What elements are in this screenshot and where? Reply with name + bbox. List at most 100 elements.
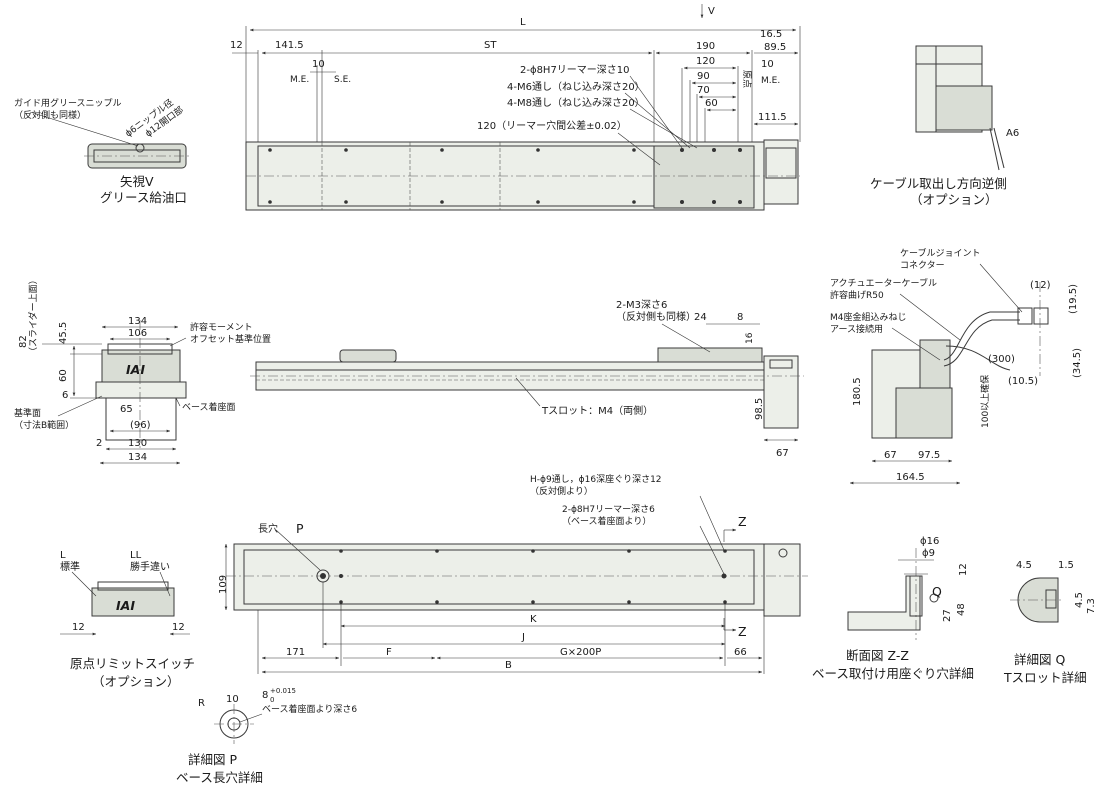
cable-reverse-subtitle: （オプション） <box>910 192 998 207</box>
detail-p-subtitle: ベース長穴詳細 <box>176 770 263 785</box>
top-view-dimensions: L 12 141.5 ST 10 M.E. S.E. 190 120 90 70… <box>230 4 801 166</box>
dim-24: 24 <box>694 312 707 323</box>
hole-note-5: H-ϕ9通し，ϕ16深座ぐり深さ12 <box>530 473 662 485</box>
origin-std-label: 標準 <box>60 560 80 573</box>
dim-97-5: 97.5 <box>918 450 940 461</box>
cable-reverse-title: ケーブル取出し方向逆側 <box>870 176 1007 191</box>
dim-phi9: ϕ9 <box>922 548 935 559</box>
dim-171: 171 <box>286 647 305 658</box>
dim-90: 90 <box>697 71 710 82</box>
dim-a6: A6 <box>1006 128 1019 139</box>
me-label-1: M.E. <box>290 75 309 85</box>
tol-lower: 0 <box>270 696 274 704</box>
dim-96: (96) <box>130 420 151 431</box>
dim-8: 8 <box>737 312 743 323</box>
top-view-slider <box>653 145 755 209</box>
dim-60: 60 <box>705 98 718 109</box>
section-z-marker-2: Z <box>738 624 747 639</box>
top-view <box>245 139 800 211</box>
grease-note-2: （反対側も同様） <box>14 109 86 121</box>
dim-70: 70 <box>697 85 710 96</box>
se-label: S.E. <box>334 75 351 85</box>
tslot-note: Tスロット：M4（両側） <box>541 404 653 417</box>
dim-19-5: (19.5) <box>1068 284 1079 314</box>
origin-switch-view: IAI L 標準 LL 勝手違い 12 12 原点リミットスイッチ （オプション… <box>60 550 195 689</box>
moment-label-1: 許容モーメント <box>190 321 253 333</box>
side-view: 2-M3深さ6 （反対側も同様） 24 8 16 Tスロット：M4（両側） 98… <box>250 299 804 459</box>
dim-J: J <box>521 632 525 643</box>
dim-89-5: 89.5 <box>764 42 786 53</box>
dim-48: 48 <box>956 603 967 616</box>
dim-phi16: ϕ16 <box>920 536 939 547</box>
dim-120: 120 <box>696 56 715 67</box>
cable-reverse-view: A6 ケーブル取出し方向逆側 （オプション） <box>870 45 1019 207</box>
dim-100: 100以上確保 <box>979 375 991 428</box>
origin-L-label: L <box>60 550 66 561</box>
depth-note: ベース着座面より深さ6 <box>262 703 357 715</box>
origin-subtitle: （オプション） <box>92 674 180 689</box>
view-arrow-V: V <box>708 6 715 17</box>
dim-4-5b: 4.5 <box>1074 592 1085 608</box>
view-v-title: 矢視V <box>120 174 154 189</box>
origin-mark: 原点 <box>741 70 752 88</box>
top-view-motor-box <box>763 139 799 205</box>
dim-B: B <box>505 660 512 671</box>
ref-label-1: 基準面 <box>14 407 41 419</box>
dim-10-5: (10.5) <box>1008 376 1038 387</box>
hole-note-6: 2-ϕ8H7リーマー深さ6 <box>562 504 655 515</box>
dim-60b: 60 <box>58 369 69 382</box>
dim-12d: 12 <box>72 622 85 633</box>
dim-67b: 67 <box>884 450 897 461</box>
dim-F: F <box>386 647 392 658</box>
slider-top-label: （スライダー上面） <box>27 275 39 356</box>
dim-67a: 67 <box>776 448 789 459</box>
end-view: IAI 134 106 82 （スライダー上面） 45.5 60 6 65 (9… <box>14 275 271 465</box>
detail-p: R 10 8 +0.015 0 ベース着座面より深さ6 詳細図 P ベース長穴詳… <box>176 687 357 785</box>
detail-q-title: 詳細図 Q <box>1014 652 1065 667</box>
cable-note-6: アース接続用 <box>830 323 883 335</box>
dim-190: 190 <box>696 41 715 52</box>
dim-111-5: 111.5 <box>758 112 787 123</box>
origin-LL-label: LL <box>130 550 142 561</box>
dim-98-5: 98.5 <box>754 398 765 420</box>
dim-L: L <box>520 17 526 28</box>
dim-66: 66 <box>734 647 747 658</box>
view-v: ガイド用グリースニップル （反対側も同様） ϕ6ニップル径 ϕ12開口部 矢視V… <box>14 96 192 205</box>
dim-1-5: 1.5 <box>1058 560 1074 571</box>
dim-34-5: (34.5) <box>1072 348 1083 378</box>
bottom-view: H-ϕ9通し，ϕ16深座ぐり深さ12 （反対側より） 2-ϕ8H7リーマー深さ6… <box>218 473 808 674</box>
dim-16-5: 16.5 <box>760 29 782 40</box>
hole-note-4: 120（リーマー穴間公差±0.02） <box>477 119 627 132</box>
dim-10c: 10 <box>226 694 239 705</box>
dim-141-5: 141.5 <box>275 40 304 51</box>
base-seat-label-1: ベース着座面 <box>182 401 236 413</box>
dim-10b: 10 <box>761 59 774 70</box>
dim-45-5: 45.5 <box>58 322 69 344</box>
dim-134b: 134 <box>128 452 147 463</box>
grease-note-1: ガイド用グリースニップル <box>14 97 122 109</box>
dim-12: 12 <box>230 40 243 51</box>
dim-G: G×200P <box>560 647 601 658</box>
dim-82: 82 <box>18 335 29 348</box>
dim-300: (300) <box>988 354 1015 365</box>
detail-p-title: 詳細図 P <box>188 752 237 767</box>
dim-109: 109 <box>218 575 229 594</box>
dim-16: 16 <box>745 332 755 344</box>
cable-note-1: ケーブルジョイント <box>900 247 980 259</box>
dim-12b: (12) <box>1030 280 1051 291</box>
dim-2: 2 <box>96 438 102 449</box>
view-v-subtitle: グリース給油口 <box>100 190 187 205</box>
detail-q: 4.5 1.5 4.5 7.3 詳細図 Q Tスロット詳細 <box>1003 560 1096 685</box>
me-label-2: M.E. <box>761 76 780 86</box>
iai-logo-2: IAI <box>116 598 135 613</box>
dim-65: 65 <box>120 404 133 415</box>
iai-logo-1: IAI <box>126 362 145 377</box>
dim-8tol: 8 <box>262 690 268 701</box>
dim-7-3: 7.3 <box>1086 598 1096 614</box>
cable-note-3: アクチュエーターケーブル <box>830 277 937 289</box>
dim-134a: 134 <box>128 316 147 327</box>
detail-q-subtitle: Tスロット詳細 <box>1003 670 1087 685</box>
m3-note-2: （反対側も同様） <box>616 310 696 323</box>
